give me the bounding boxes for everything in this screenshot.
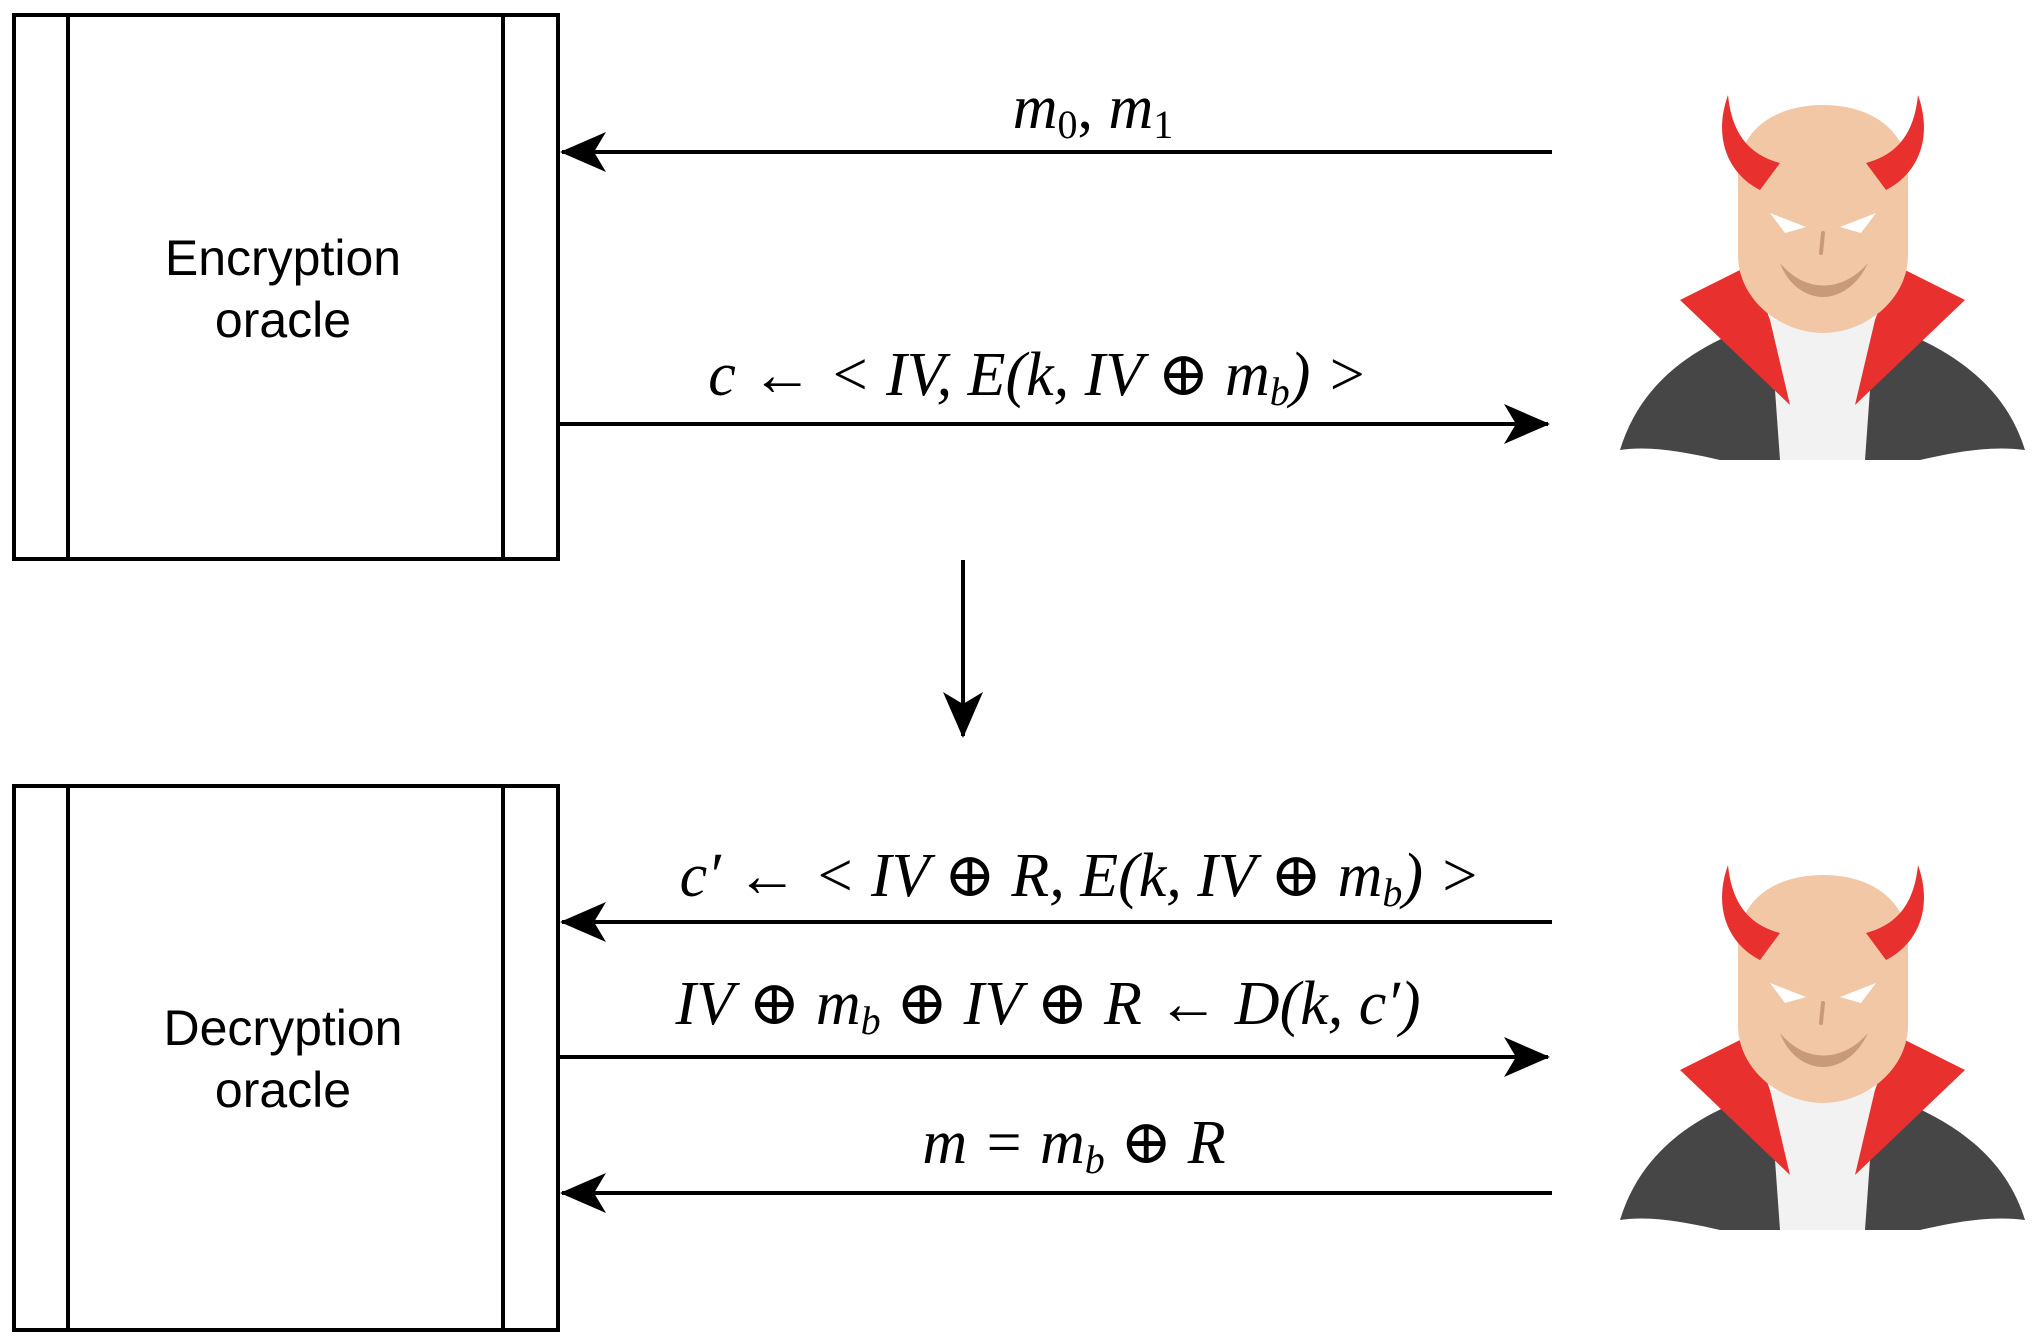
decryption-oracle: Decryption oracle [12,784,560,1332]
encryption-oracle: Encryption oracle [12,13,560,561]
decryption-oracle-label-line2: oracle [215,1062,351,1118]
label-decryption-result: IV ⊕ mb ⊕ IV ⊕ R ← D(k, c′) [675,970,1421,1043]
label-ciphertext: c ← < IV, E(k, IV ⊕ mb) > [708,341,1368,414]
encryption-oracle-label-line1: Encryption [165,230,401,286]
label-modified-ciphertext: c′ ← < IV ⊕ R, E(k, IV ⊕ mb) > [680,842,1481,915]
devil-attacker-icon [1618,93,2027,462]
devil-attacker-icon [1618,863,2027,1232]
decryption-oracle-label-line1: Decryption [164,1000,403,1056]
label-recovered: m = mb ⊕ R [922,1109,1225,1182]
label-m-pair: m0, m1 [1013,74,1174,147]
encryption-oracle-label-line2: oracle [215,292,351,348]
